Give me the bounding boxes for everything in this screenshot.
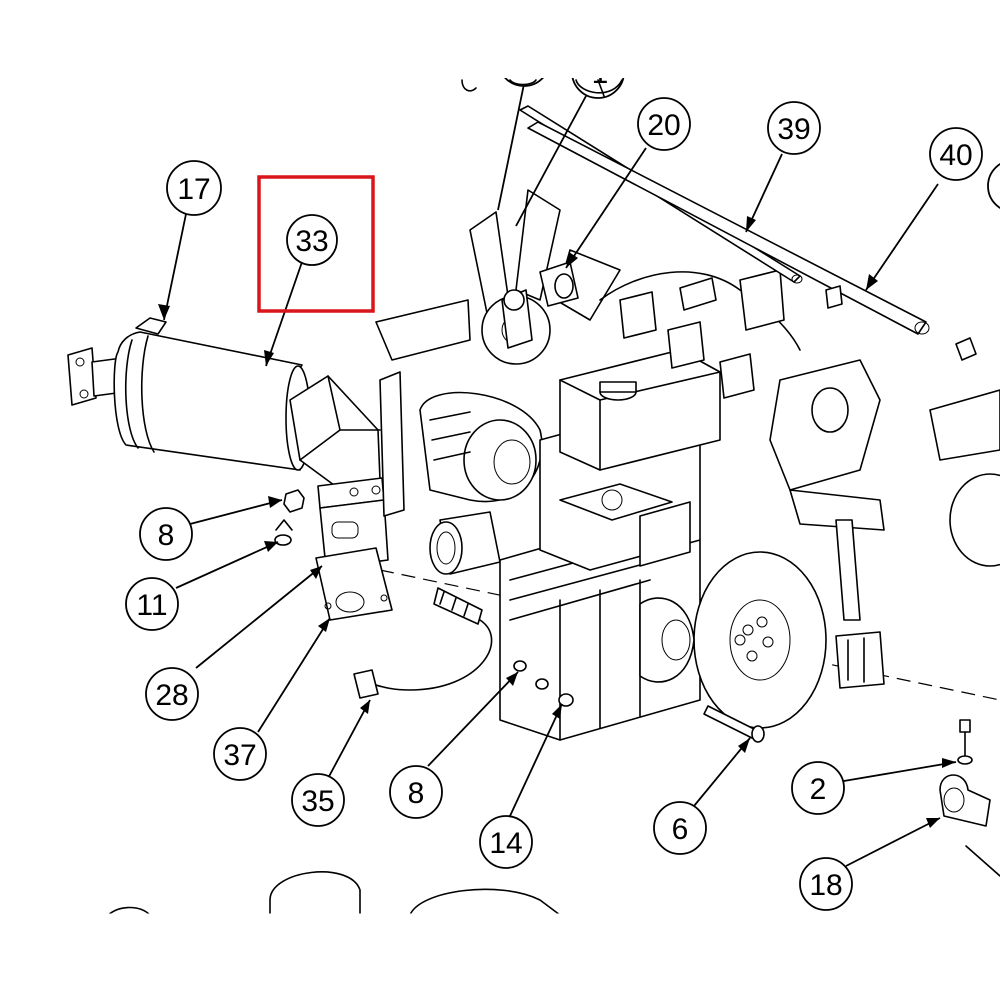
callout-label: 28	[155, 679, 188, 712]
callout-label: 8	[408, 777, 425, 810]
callout-label: 40	[939, 139, 972, 172]
callout-39: 39	[767, 101, 821, 155]
callout-label: 8	[158, 519, 175, 552]
callout-37: 37	[213, 727, 267, 781]
exhaust-elbow	[289, 375, 389, 569]
callout-label: 6	[672, 813, 689, 846]
highlight-box-33	[257, 175, 375, 313]
callout-8-upper: 8	[139, 507, 193, 561]
callout-18: 18	[799, 857, 853, 911]
callout-28: 28	[145, 667, 199, 721]
callout-label: 20	[647, 109, 680, 142]
callout-label: 14	[489, 827, 522, 860]
callout-label: 11	[136, 589, 167, 622]
callout-label: 35	[301, 785, 334, 818]
callout-label: 37	[223, 739, 256, 772]
callout-33: 33	[286, 214, 338, 266]
fan-spacer	[539, 261, 579, 307]
callout-label: 39	[777, 113, 810, 146]
gasket	[315, 547, 393, 621]
callout-label: 18	[809, 869, 842, 902]
callout-label: 17	[177, 173, 210, 206]
nut-8	[283, 489, 305, 513]
callout-20: 20	[637, 97, 691, 151]
oil-filter	[429, 511, 501, 575]
bolt-6	[703, 705, 765, 743]
callout-8-lower: 8	[389, 765, 443, 819]
leader-lines	[163, 83, 957, 867]
washers-lower	[513, 660, 574, 707]
arrowheads	[158, 216, 956, 828]
callout-2: 2	[791, 761, 845, 815]
o2-sensor	[353, 587, 493, 699]
callout-14: 14	[479, 815, 533, 869]
callout-partial-right	[987, 163, 1000, 209]
bottom-partial-parts	[107, 871, 561, 916]
alternator	[419, 391, 543, 503]
top-crop-mask	[0, 0, 1000, 78]
flywheel	[639, 551, 827, 729]
washer-11	[274, 519, 293, 546]
engine-block	[499, 349, 721, 741]
callout-17: 17	[166, 160, 222, 216]
right-edge-component	[929, 389, 1000, 567]
callout-label: 33	[295, 225, 328, 258]
muffler	[67, 317, 311, 471]
top-edge-fragments	[461, 79, 623, 97]
intake-manifold	[769, 359, 885, 689]
injector-harness	[599, 269, 801, 399]
callout-40: 40	[929, 127, 983, 181]
clip	[955, 337, 977, 361]
callout-35: 35	[291, 773, 345, 827]
bracket-clamp	[939, 719, 1000, 877]
callout-6: 6	[653, 801, 707, 855]
callout-11: 11	[125, 577, 179, 631]
bottom-crop-mask	[0, 915, 1000, 1000]
callout-label: 2	[810, 773, 827, 806]
